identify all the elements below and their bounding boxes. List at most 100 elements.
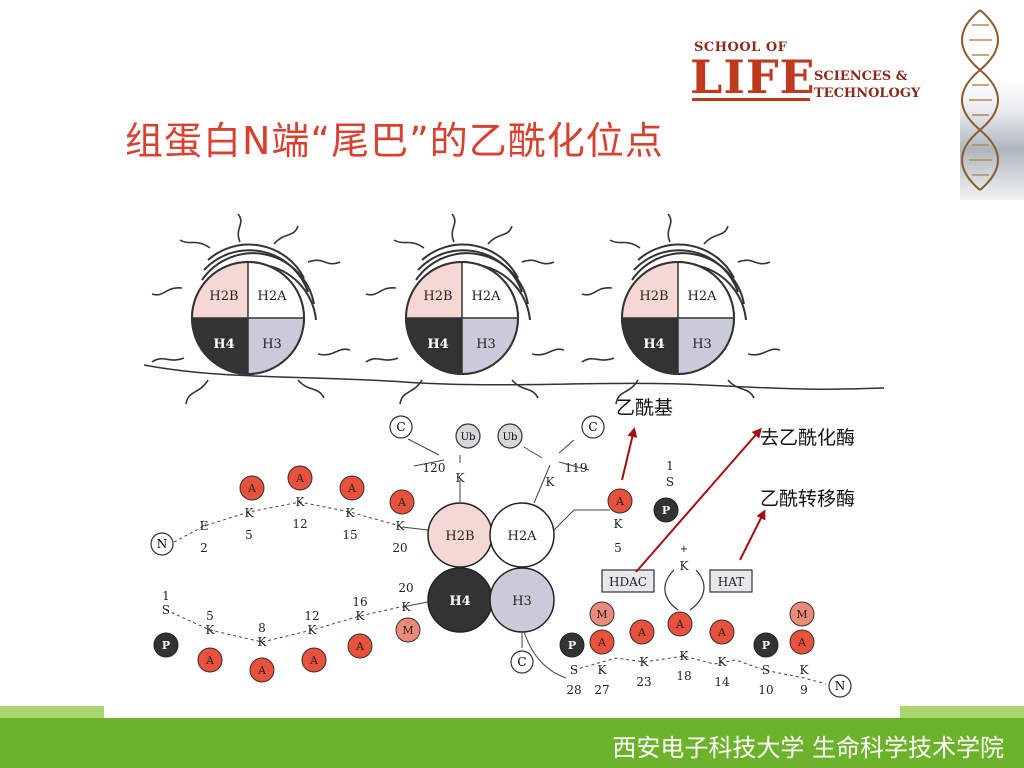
acetyl-h3-18: A [675,618,685,631]
term-c-2: C [588,420,597,434]
h4-res-k20: K [402,600,412,614]
n2-label-h4: H4 [427,337,448,352]
arrow-acetyl [621,427,638,481]
h2b-pos-15: 15 [342,528,357,542]
h2b-pos-5: 5 [245,528,253,542]
methyl-h4-20: M [402,624,413,637]
acetyl-h3-9: A [797,636,807,649]
h2a-pos-5: 5 [614,541,622,555]
h4-pos-8: 8 [258,621,266,635]
h3-pos-10: 10 [758,683,773,697]
acetyl-h3-14: A [717,626,727,639]
h3-pos-14: 14 [714,675,730,689]
hat-label: HAT [718,575,744,589]
acetyl-h2b-20: A [397,496,407,509]
h2b-top-res-k: K [456,471,466,485]
h4-pos-20: 20 [398,581,413,595]
octamer-label-h4: H4 [449,594,470,609]
h2b-top-pos-120: 120 [423,461,446,475]
h4-res-s1: S [162,603,170,617]
logo-underline [692,98,810,101]
school-logo: SCHOOL OF LIFE SCIENCES & TECHNOLOGY [690,38,950,110]
methyl-badges: M M M [395,601,815,643]
h2b-pos-2: 2 [200,541,208,555]
logo-line-school: SCHOOL OF [694,40,788,55]
ubiquitin-badges: Ub Ub [455,423,523,449]
n1-label-h2b: H2B [209,289,238,304]
dna-helix-icon [961,9,999,191]
h2b-res-k15: K [346,506,356,520]
methyl-h3-9: M [796,608,807,621]
octamer-label-h3: H3 [512,594,532,609]
ub-1: Ub [461,432,476,443]
n3-label-h3: H3 [692,337,712,352]
octamer-h2a [489,502,555,568]
histone-acetylation-figure: H2B H2A H4 H3 [104,190,900,720]
n1-label-h3: H3 [262,337,282,352]
term-c-3: C [517,655,526,669]
h3-res-k27: K [598,663,608,677]
nucleosome-2: H2B H2A H4 H3 [365,213,565,405]
terminal-badges: C C C N N [150,415,852,698]
footer-institution: 西安电子科技大学 生命科学技术学院 [612,734,1004,762]
acetyl-h4-5: A [205,654,215,667]
logo-line-life: LIFE [690,50,816,104]
acetyl-h4-16: A [355,640,365,653]
dna-strand [143,364,885,390]
h2a-res-s1: S [666,475,674,489]
h3-res-k14: K [718,655,728,669]
connector-lines [401,438,610,679]
acetyl-badges: A A A A A A A A A A A [197,465,815,683]
h3-res-s28: S [570,663,578,677]
n3-label-h2a: H2A [688,289,718,304]
h2b-res-e: E [200,519,209,533]
term-n-2: N [835,679,846,693]
n2-label-h2b: H2B [423,289,452,304]
phospho-h3-10: P [762,639,770,652]
footer-figure-base [104,700,900,718]
phospho-h3-28: P [568,639,576,652]
slide-title: 组蛋白N端“尾巴”的乙酰化位点 [125,119,664,163]
h4-pos-12: 12 [304,609,319,623]
h4-pos-5: 5 [206,609,214,623]
logo-technology: TECHNOLOGY [814,86,921,101]
n1-label-h2a: H2A [258,289,288,304]
h4-res-k12: K [308,623,318,637]
h3-pos-23: 23 [636,675,651,689]
h2a-top-res-k: K [546,475,556,489]
dna-decoration-panel [960,0,1024,200]
octamer-label-h2b: H2B [445,529,474,544]
label-deacetylase: 去乙酰化酶 [760,427,856,449]
dashed-tails [165,501,827,685]
h3-res-s10: S [762,663,770,677]
acetyl-h4-12: A [309,654,319,667]
acetyl-h4-8: A [257,664,267,677]
h2b-res-k5: K [245,506,255,520]
acetyl-h2b-5: A [247,482,257,495]
arrow-deacetylase [635,427,762,573]
n2-label-h2a: H2A [472,289,502,304]
enzyme-boxes: HDAC HAT [601,569,753,611]
acetyl-h3-23: A [637,626,647,639]
h3-pos-28: 28 [566,683,581,697]
methyl-h3-27: M [596,608,607,621]
hdac-label: HDAC [609,575,647,589]
label-acetyltransferase: 乙酰转移酶 [760,488,856,510]
phospho-h2a-1: P [662,504,670,517]
term-c-1: C [396,420,405,434]
n1-label-h4: H4 [213,337,234,352]
h3-res-k18: K [680,649,690,663]
ub-2: Ub [503,432,518,443]
n3-label-h2b: H2B [639,289,668,304]
tail-residues: E K K K K 2 5 12 15 20 K 120 K 119 K 5 S… [162,459,810,697]
term-n-1: N [157,537,168,551]
octamer: H2B H2A H4 H3 [427,502,555,633]
h4-res-k5: K [206,623,216,637]
h4-res-k8: K [258,635,268,649]
acetyl-h2a-5: A [615,495,625,508]
hdac-box [601,569,655,593]
phospho-h4-1: P [162,639,170,652]
h2b-res-k20: K [396,519,406,533]
acetyl-h2b-15: A [347,482,357,495]
